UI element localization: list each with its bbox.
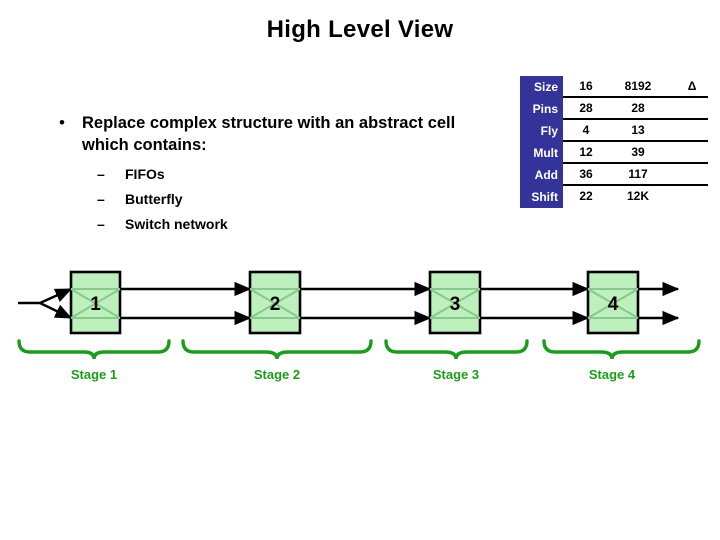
table-row-cells: 12 39 xyxy=(563,142,708,164)
table-row-label: Shift xyxy=(520,186,563,208)
list-item: – Switch network xyxy=(97,213,475,238)
metrics-table: Size 16 8192 Δ Pins 28 28 Fly 4 13 M xyxy=(520,76,708,208)
stage-brace-1: Stage 1 xyxy=(17,339,171,382)
stage-label: Stage 3 xyxy=(433,367,479,382)
stage-label: Stage 1 xyxy=(71,367,117,382)
table-cell-col3 xyxy=(675,164,709,184)
table-row: Fly 4 13 xyxy=(520,120,708,142)
table-row-label: Mult xyxy=(520,142,563,164)
pipeline-diagram: 1 2 3 xyxy=(0,255,720,400)
table-cell-col3: Δ xyxy=(687,79,697,93)
bullet-item-main: • Replace complex structure with an abst… xyxy=(55,112,475,156)
dash-icon: – xyxy=(97,216,105,232)
table-row-label: Pins xyxy=(520,98,563,120)
stage-brace-4: Stage 4 xyxy=(542,339,701,382)
table-cell-col1: 22 xyxy=(579,189,593,203)
cell-number-label: 2 xyxy=(270,294,281,315)
cell-number-label: 3 xyxy=(450,294,461,315)
input-fanout xyxy=(18,287,73,320)
table-row-label: Fly xyxy=(520,120,563,142)
table-row-label: Size xyxy=(520,76,563,98)
stage-label: Stage 2 xyxy=(254,367,300,382)
cell-number-label: 4 xyxy=(608,294,619,315)
table-cell-col2: 39 xyxy=(631,145,645,159)
table-row: Mult 12 39 xyxy=(520,142,708,164)
table-cell-col3 xyxy=(675,98,709,118)
pipeline-cell-3[interactable]: 3 xyxy=(428,270,482,335)
table-row: Shift 22 12K xyxy=(520,186,708,208)
table-cell-col2: 28 xyxy=(631,101,645,115)
table-cell-col1: 36 xyxy=(579,167,593,181)
table-row-cells: 4 13 xyxy=(563,120,708,142)
table-row: Size 16 8192 Δ xyxy=(520,76,708,98)
table-cell-col2: 13 xyxy=(631,123,645,137)
table-row-label: Add xyxy=(520,164,563,186)
table-cell-col2: 12K xyxy=(626,189,649,203)
sub-bullet-label: Butterfly xyxy=(125,191,183,207)
sub-bullet-label: FIFOs xyxy=(125,166,165,182)
pipeline-wires xyxy=(120,281,680,326)
table-cell-col3 xyxy=(675,120,709,140)
table-cell-col2: 117 xyxy=(628,167,648,181)
dash-icon: – xyxy=(97,166,105,182)
list-item: – FIFOs xyxy=(97,163,475,188)
table-cell-col3 xyxy=(675,142,709,162)
table-row-cells: 36 117 xyxy=(563,164,708,186)
pipeline-cell-2[interactable]: 2 xyxy=(248,270,302,335)
table-cell-col3 xyxy=(675,186,709,206)
pipeline-cell-4[interactable]: 4 xyxy=(586,270,640,335)
table-cell-col1: 12 xyxy=(579,145,593,159)
bullet-dot-icon: • xyxy=(59,113,65,132)
stage-label: Stage 4 xyxy=(589,367,636,382)
pipeline-cell-1[interactable]: 1 xyxy=(69,270,122,335)
table-row-cells: 28 28 xyxy=(563,98,708,120)
sub-bullet-label: Switch network xyxy=(125,216,228,232)
page-title: High Level View xyxy=(266,16,454,43)
table-row-cells: 16 8192 Δ xyxy=(563,76,708,98)
cell-number-label: 1 xyxy=(90,294,101,315)
list-item: – Butterfly xyxy=(97,188,475,213)
table-cell-col1: 16 xyxy=(579,79,593,93)
bullet-block: • Replace complex structure with an abst… xyxy=(55,112,475,238)
table-cell-col1: 28 xyxy=(579,101,593,115)
bullet-main-text: Replace complex structure with an abstra… xyxy=(82,114,456,154)
stage-brace-2: Stage 2 xyxy=(181,339,373,382)
table-row: Pins 28 28 xyxy=(520,98,708,120)
stage-brace-3: Stage 3 xyxy=(384,339,529,382)
table-row-cells: 22 12K xyxy=(563,186,708,208)
table-row: Add 36 117 xyxy=(520,164,708,186)
dash-icon: – xyxy=(97,191,105,207)
table-cell-col2: 8192 xyxy=(624,79,652,93)
bullet-sub-list: – FIFOs – Butterfly – Switch network xyxy=(55,163,475,238)
table-cell-col1: 4 xyxy=(582,123,590,137)
